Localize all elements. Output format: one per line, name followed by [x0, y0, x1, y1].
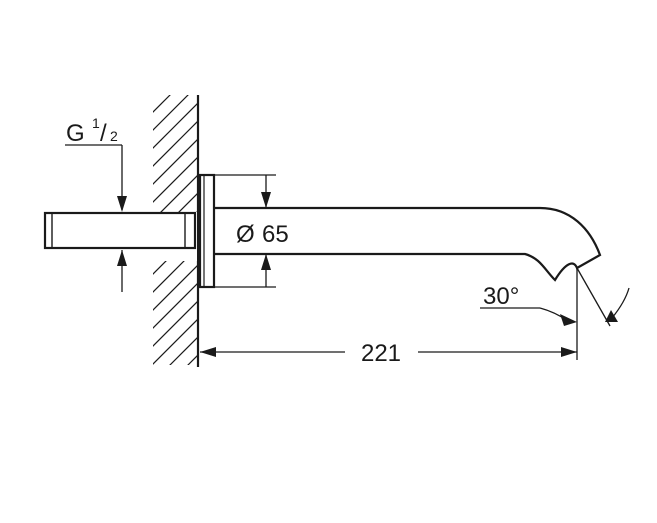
thread-label-main: G — [66, 120, 85, 147]
diameter-arrow-top — [261, 192, 271, 208]
thread-label-slash: / — [100, 120, 107, 147]
angle-label: 30° — [483, 283, 519, 310]
length-label: 221 — [361, 340, 401, 367]
angle-arc-right — [611, 287, 630, 319]
length-dimension — [200, 347, 577, 357]
angle-arrow-right — [605, 310, 618, 322]
angle-reference-inclined — [576, 267, 611, 327]
spout-body — [214, 206, 602, 282]
thread-label-numerator: 1 — [92, 115, 100, 131]
wall-flange — [198, 173, 216, 289]
diameter-dimension — [214, 174, 276, 288]
length-arrow-right — [561, 347, 577, 357]
connector-pipe — [43, 211, 197, 250]
flange-plate — [198, 173, 216, 289]
thread-arrow-bottom — [117, 250, 127, 266]
connector-pipe-body — [43, 211, 197, 250]
thread-dimension — [65, 144, 127, 292]
length-arrow-left — [200, 347, 216, 357]
spout-outline — [214, 206, 602, 282]
angle-arrow-left — [560, 314, 577, 326]
diameter-symbol: Ø — [236, 221, 255, 248]
angle-dimension — [480, 267, 630, 360]
diameter-arrow-bottom — [261, 254, 271, 270]
diameter-value: 65 — [262, 221, 289, 248]
thread-label-denominator: 2 — [110, 128, 118, 144]
thread-arrow-top — [117, 196, 127, 212]
